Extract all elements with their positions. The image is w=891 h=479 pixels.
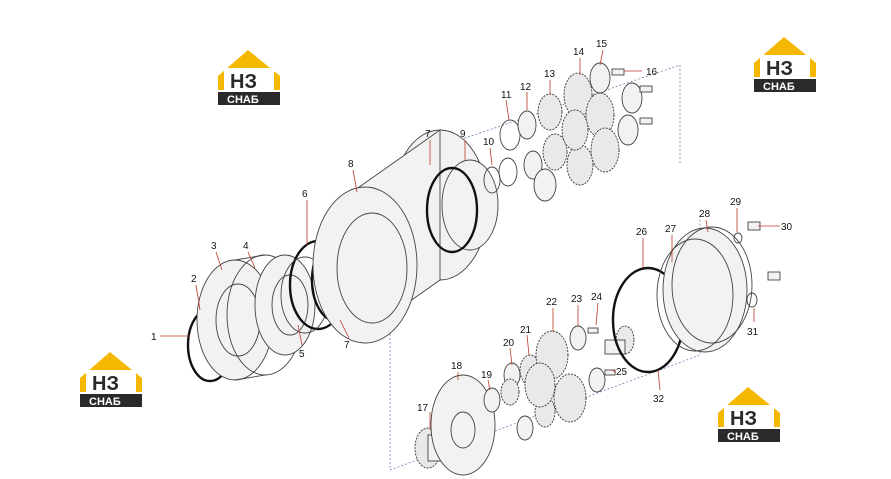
part-cover-27 xyxy=(656,227,748,353)
callout-17: 17 xyxy=(417,403,429,414)
callout-18: 18 xyxy=(451,361,463,372)
part-carrier-15 xyxy=(589,62,643,146)
logo-brand-text: СНАБ xyxy=(763,81,795,93)
callout-6: 6 xyxy=(302,189,308,200)
part-plate-25 xyxy=(588,367,606,393)
part-bearing-19 xyxy=(483,387,501,413)
callout-28: 28 xyxy=(699,209,711,220)
logo-mark-text: НЗ xyxy=(92,373,119,395)
callout-7b: 7 xyxy=(425,129,431,140)
part-bolt-24 xyxy=(587,327,599,334)
part-bearing-21d xyxy=(516,415,534,441)
part-carrier-18 xyxy=(430,374,496,476)
callout-5: 5 xyxy=(299,349,305,360)
callout-24: 24 xyxy=(591,292,603,303)
part-washer-31 xyxy=(746,292,758,308)
callout-14: 14 xyxy=(573,47,585,58)
logo-bottom-right: НЗ СНАБ xyxy=(718,387,780,443)
part-gasket-28 xyxy=(671,226,753,344)
part-gear-22b xyxy=(524,362,556,408)
callout-labels: 1 2 3 4 5 6 7 8 7 9 10 11 12 13 14 15 16… xyxy=(151,39,793,414)
callout-12: 12 xyxy=(520,82,532,93)
callout-11: 11 xyxy=(501,90,512,101)
callout-27: 27 xyxy=(665,224,677,235)
logo-mark-text: НЗ xyxy=(230,71,257,93)
logo-top-left: НЗ СНАБ xyxy=(218,50,280,106)
logo-brand-text: СНАБ xyxy=(227,94,259,106)
callout-1: 1 xyxy=(151,332,157,343)
callout-15: 15 xyxy=(596,39,608,50)
part-ring-11b xyxy=(498,157,518,187)
callout-19: 19 xyxy=(481,370,493,381)
part-plate-23 xyxy=(569,325,587,351)
callout-16: 16 xyxy=(646,67,658,78)
logo-mark-text: НЗ xyxy=(730,408,757,430)
callout-32: 32 xyxy=(653,394,665,405)
part-planet-gears-13 xyxy=(537,72,620,186)
part-washer-29 xyxy=(733,232,743,244)
logo-bottom-left: НЗ СНАБ xyxy=(80,352,142,408)
callout-4: 4 xyxy=(243,241,249,252)
callout-31: 31 xyxy=(747,327,759,338)
callout-20: 20 xyxy=(503,338,515,349)
logo-top-right: НЗ СНАБ xyxy=(754,37,816,93)
part-gear-21b xyxy=(500,378,520,406)
callout-3: 3 xyxy=(211,241,217,252)
callout-13: 13 xyxy=(544,69,556,80)
callout-2: 2 xyxy=(191,274,197,285)
callout-7a: 7 xyxy=(344,340,350,351)
part-gear-22c xyxy=(553,373,587,423)
callout-22: 22 xyxy=(546,297,558,308)
callout-10: 10 xyxy=(483,137,495,148)
logo-brand-text: СНАБ xyxy=(727,431,759,443)
callout-23: 23 xyxy=(571,294,583,305)
callout-21: 21 xyxy=(520,325,532,336)
logo-brand-text: СНАБ xyxy=(89,396,121,408)
callout-25: 25 xyxy=(616,367,628,378)
callout-29: 29 xyxy=(730,197,742,208)
callout-30: 30 xyxy=(781,222,793,233)
part-ring-10 xyxy=(483,166,501,194)
part-bearings-12 xyxy=(517,110,557,202)
part-bolts-16 xyxy=(611,68,653,125)
part-bolt-31 xyxy=(767,271,781,281)
callout-26: 26 xyxy=(636,227,648,238)
callout-9: 9 xyxy=(460,129,466,140)
leader-lines xyxy=(160,49,780,430)
callout-8: 8 xyxy=(348,159,354,170)
part-bolt-25 xyxy=(604,369,616,376)
part-hub-4 xyxy=(254,254,316,356)
logo-mark-text: НЗ xyxy=(766,58,793,80)
part-ring-11 xyxy=(499,119,521,151)
